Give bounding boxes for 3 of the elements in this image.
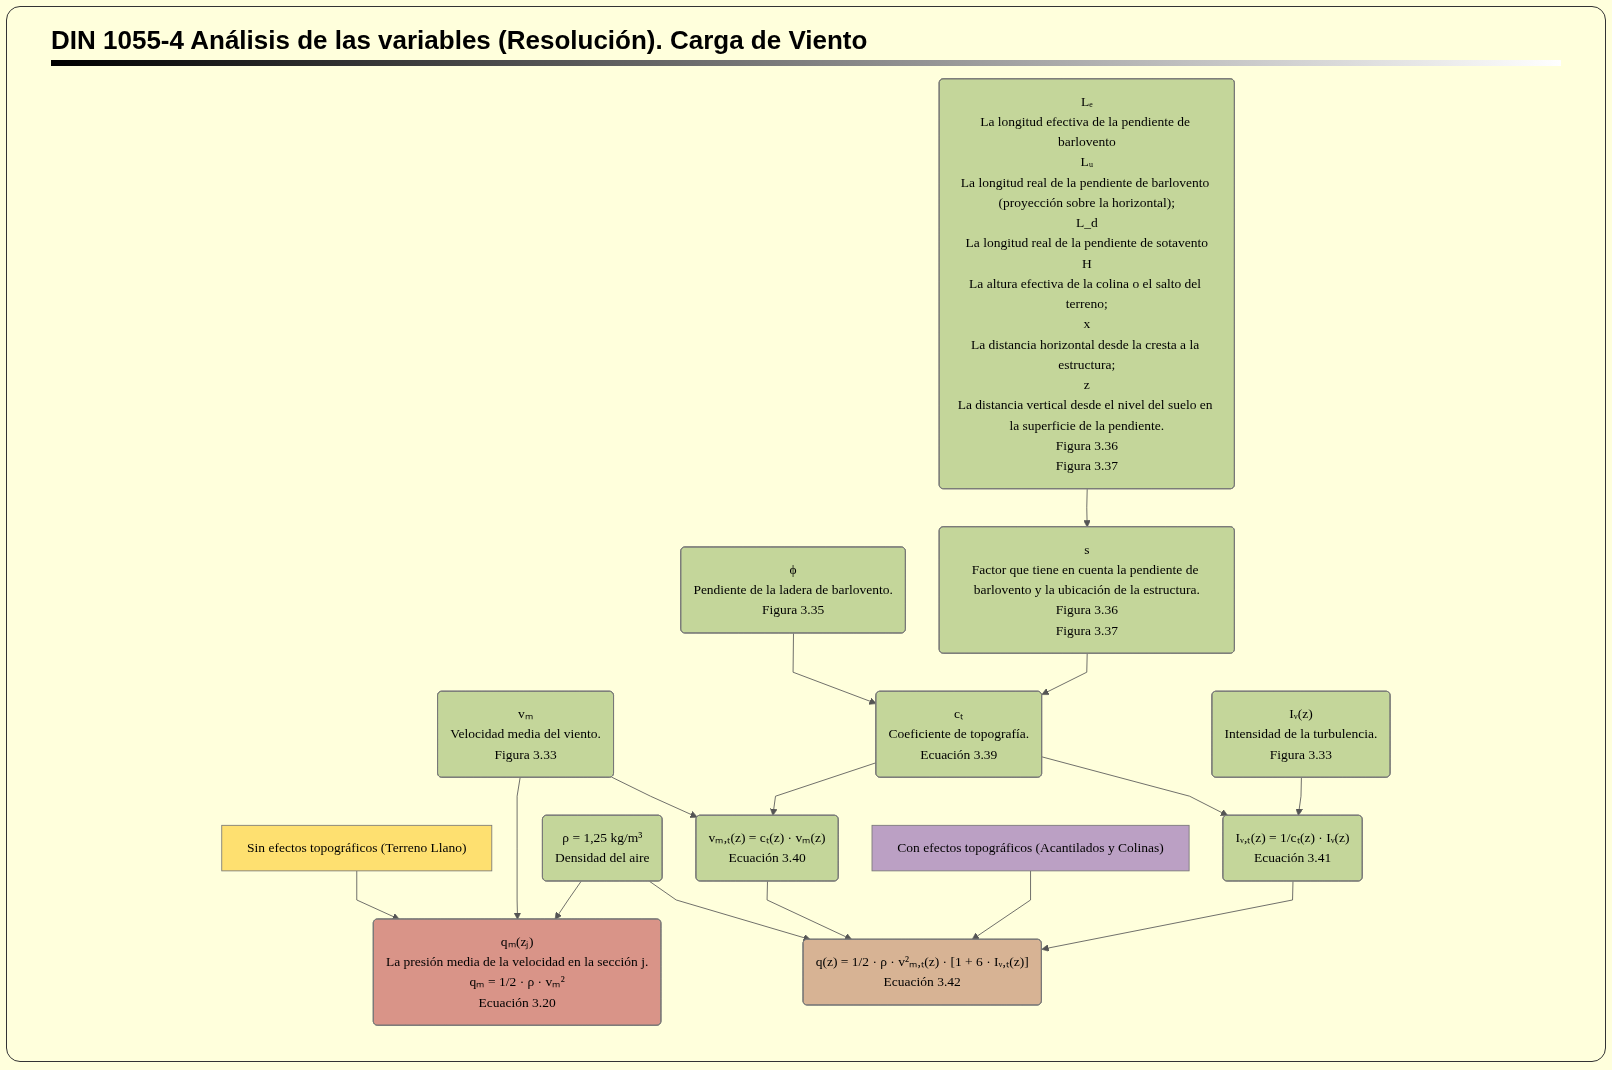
node-box: Con efectos topográficos (Acantilados y Colinas) [871, 824, 1190, 872]
node-box: Sin efectos topográficos (Terreno Llano) [221, 824, 493, 872]
title: DIN 1055-4 Análisis de las variables (Resolución). Carga de Viento [51, 25, 868, 56]
